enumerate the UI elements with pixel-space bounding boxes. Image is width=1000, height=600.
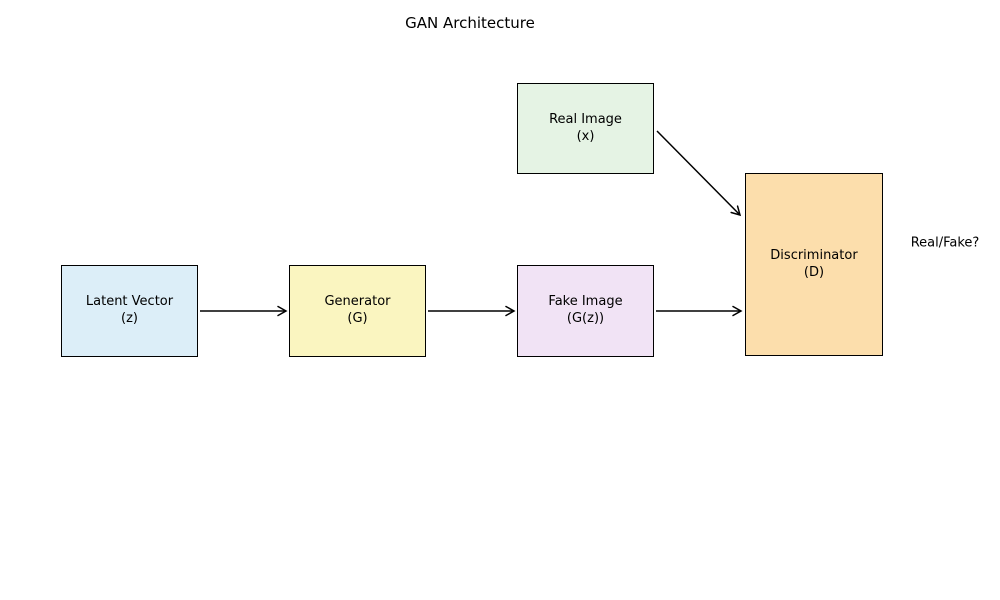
node-label: Latent Vector xyxy=(85,294,174,310)
arrow-real-image-to-discriminator xyxy=(656,130,742,217)
node-discriminator: Discriminator (D) xyxy=(745,173,883,356)
node-sublabel: (G(z)) xyxy=(566,311,605,326)
node-label: Real Image xyxy=(549,111,622,127)
node-label: Fake Image xyxy=(548,294,623,310)
node-real-image: Real Image (x) xyxy=(517,83,654,174)
node-generator: Generator (G) xyxy=(289,265,426,357)
node-fake-image: Fake Image (G(z)) xyxy=(517,265,654,357)
node-sublabel: (z) xyxy=(121,311,138,326)
node-label: Generator xyxy=(324,294,391,310)
node-sublabel: (G) xyxy=(347,311,368,326)
diagram-title: GAN Architecture xyxy=(405,14,535,32)
node-label: Discriminator xyxy=(770,247,858,263)
node-latent-vector: Latent Vector (z) xyxy=(61,265,198,357)
node-sublabel: (D) xyxy=(803,264,825,280)
output-label: Real/Fake? xyxy=(910,235,980,251)
node-sublabel: (x) xyxy=(576,128,595,144)
